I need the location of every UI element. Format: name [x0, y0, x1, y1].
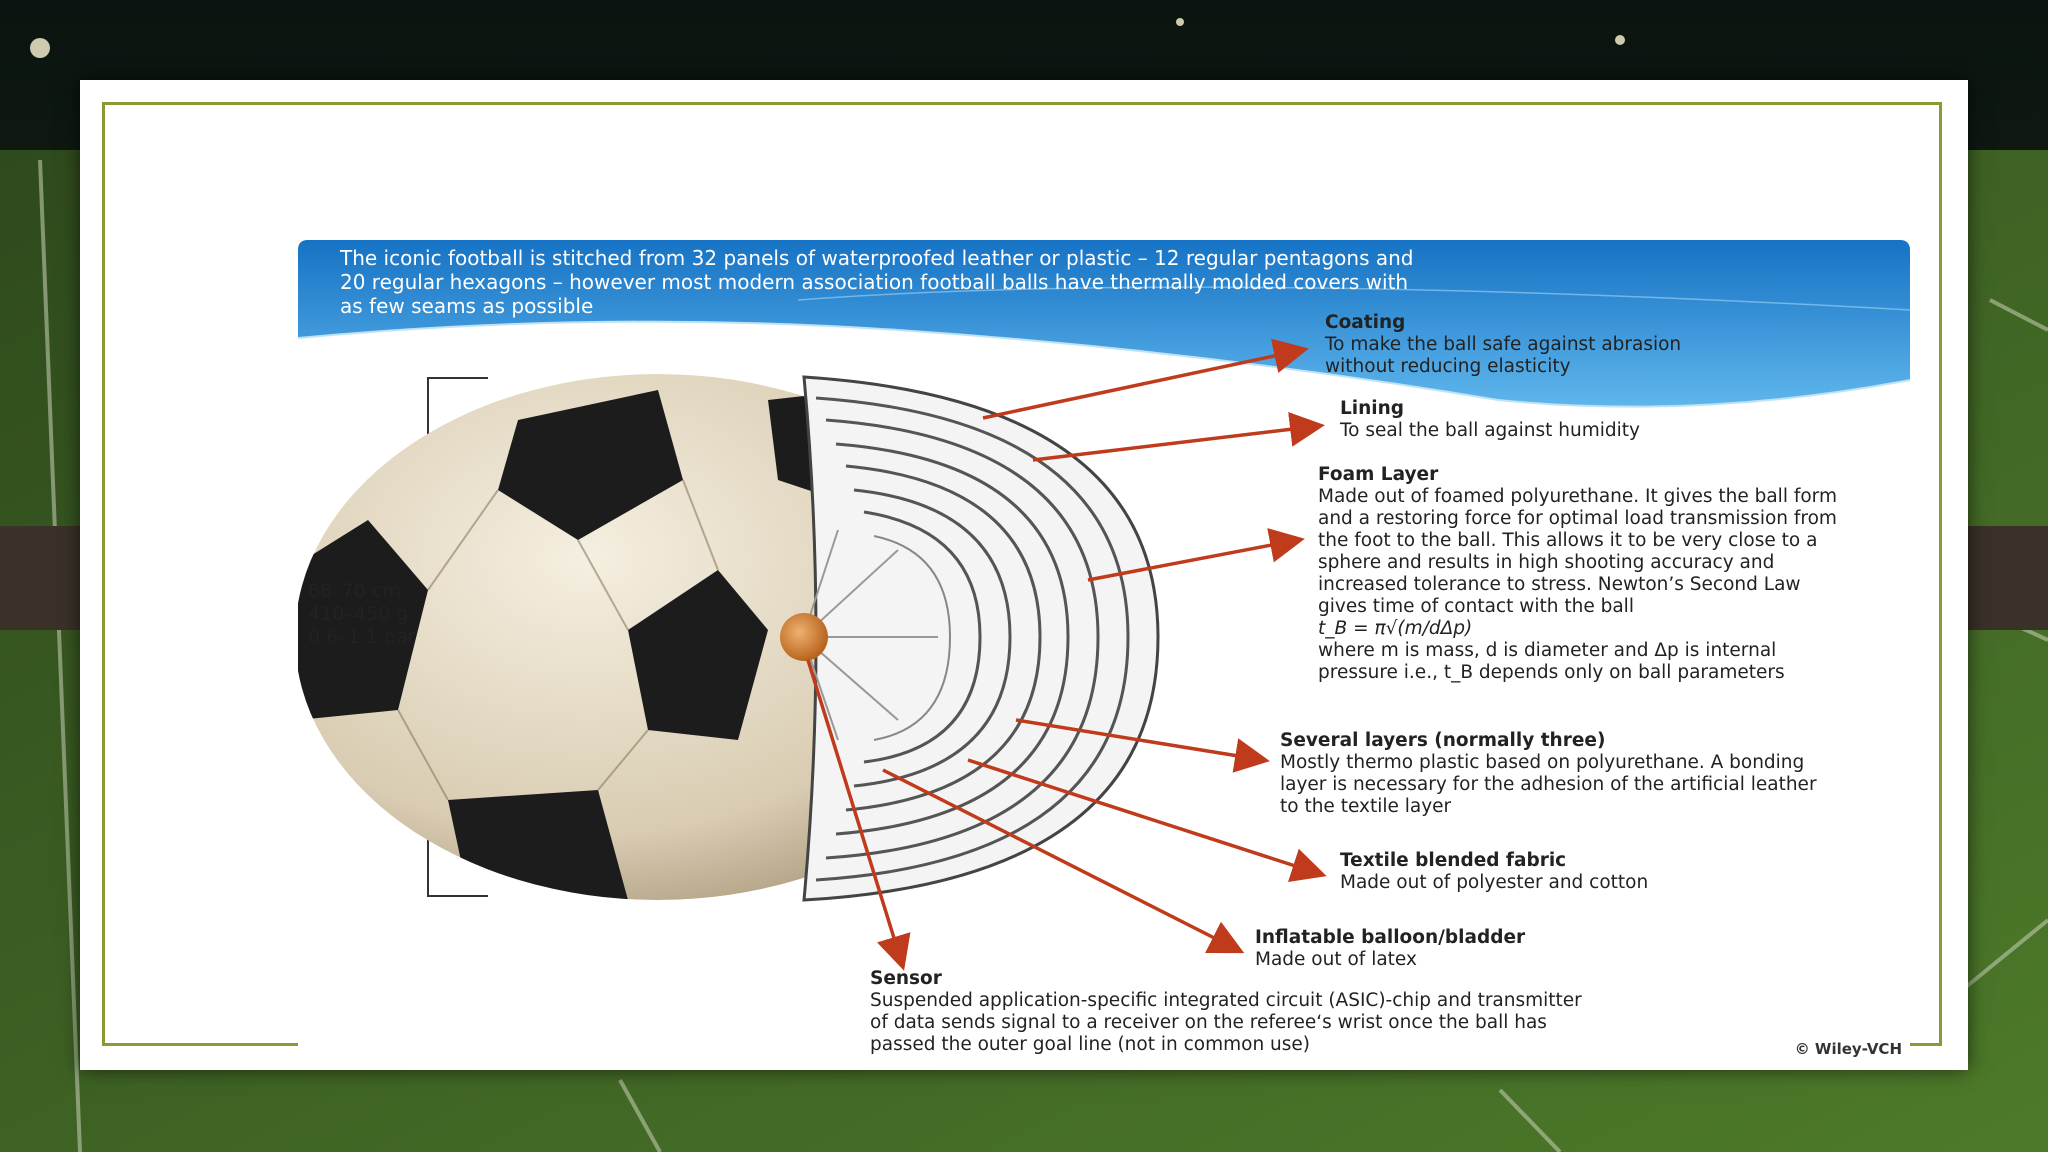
header-wave	[298, 240, 1910, 407]
label-sensor: Sensor Suspended application-specific in…	[870, 968, 1590, 1056]
foam-desc-2: where m is mass, d is diameter and Δp is…	[1318, 640, 1785, 683]
dimension-pressure: 0.6–1.1 bar	[308, 626, 416, 648]
ball-cross-section	[780, 375, 1160, 902]
sensor-chip	[780, 613, 828, 661]
slide: The iconic football is stitched from 32 …	[80, 80, 1968, 1070]
several-title: Several layers (normally three)	[1280, 730, 1606, 751]
arrow-textile	[967, 758, 1327, 883]
coating-desc: To make the ball safe against abrasion w…	[1325, 334, 1682, 377]
foam-title: Foam Layer	[1318, 464, 1439, 485]
sensor-title: Sensor	[870, 968, 942, 989]
copyright: © Wiley-VCH	[1794, 1040, 1902, 1058]
several-desc: Mostly thermo plastic based on polyureth…	[1280, 752, 1817, 817]
dimension-weight: 410–450 g	[308, 603, 409, 625]
foam-desc: Made out of foamed polyurethane. It give…	[1318, 486, 1837, 617]
label-coating: Coating To make the ball safe against ab…	[1325, 312, 1725, 378]
sensor-desc: Suspended application-specific integrate…	[870, 990, 1582, 1055]
dimension-circumference: 68–70 cm	[308, 580, 401, 602]
label-bladder: Inflatable balloon/bladder Made out of l…	[1255, 927, 1755, 971]
ball-dimensions: 68–70 cm 410–450 g 0.6–1.1 bar	[308, 580, 416, 649]
intro-text: The iconic football is stitched from 32 …	[340, 246, 1414, 318]
arrow-bladder	[882, 768, 1245, 954]
bladder-title: Inflatable balloon/bladder	[1255, 927, 1526, 948]
bladder-desc: Made out of latex	[1255, 949, 1417, 970]
diagram-graphics	[298, 240, 1910, 971]
lining-desc: To seal the ball against humidity	[1340, 420, 1640, 441]
lining-title: Lining	[1340, 398, 1405, 419]
football-diagram: The iconic football is stitched from 32 …	[298, 240, 1910, 1066]
textile-title: Textile blended fabric	[1340, 850, 1567, 871]
arrow-lining	[1032, 411, 1325, 462]
arrow-sensor	[806, 659, 911, 971]
arrow-several	[1015, 718, 1270, 773]
label-foam: Foam Layer Made out of foamed polyuretha…	[1318, 464, 1853, 684]
label-textile: Textile blended fabric Made out of polye…	[1340, 850, 1840, 894]
label-several-layers: Several layers (normally three) Mostly t…	[1280, 730, 1840, 818]
foam-formula: t_B = π√(m/dΔp)	[1318, 618, 1473, 639]
coating-title: Coating	[1325, 312, 1406, 333]
arrow-coating	[982, 338, 1309, 420]
label-lining: Lining To seal the ball against humidity	[1340, 398, 1740, 442]
arrow-foam	[1087, 528, 1305, 582]
textile-desc: Made out of polyester and cotton	[1340, 872, 1649, 893]
callout-arrows	[806, 338, 1327, 971]
